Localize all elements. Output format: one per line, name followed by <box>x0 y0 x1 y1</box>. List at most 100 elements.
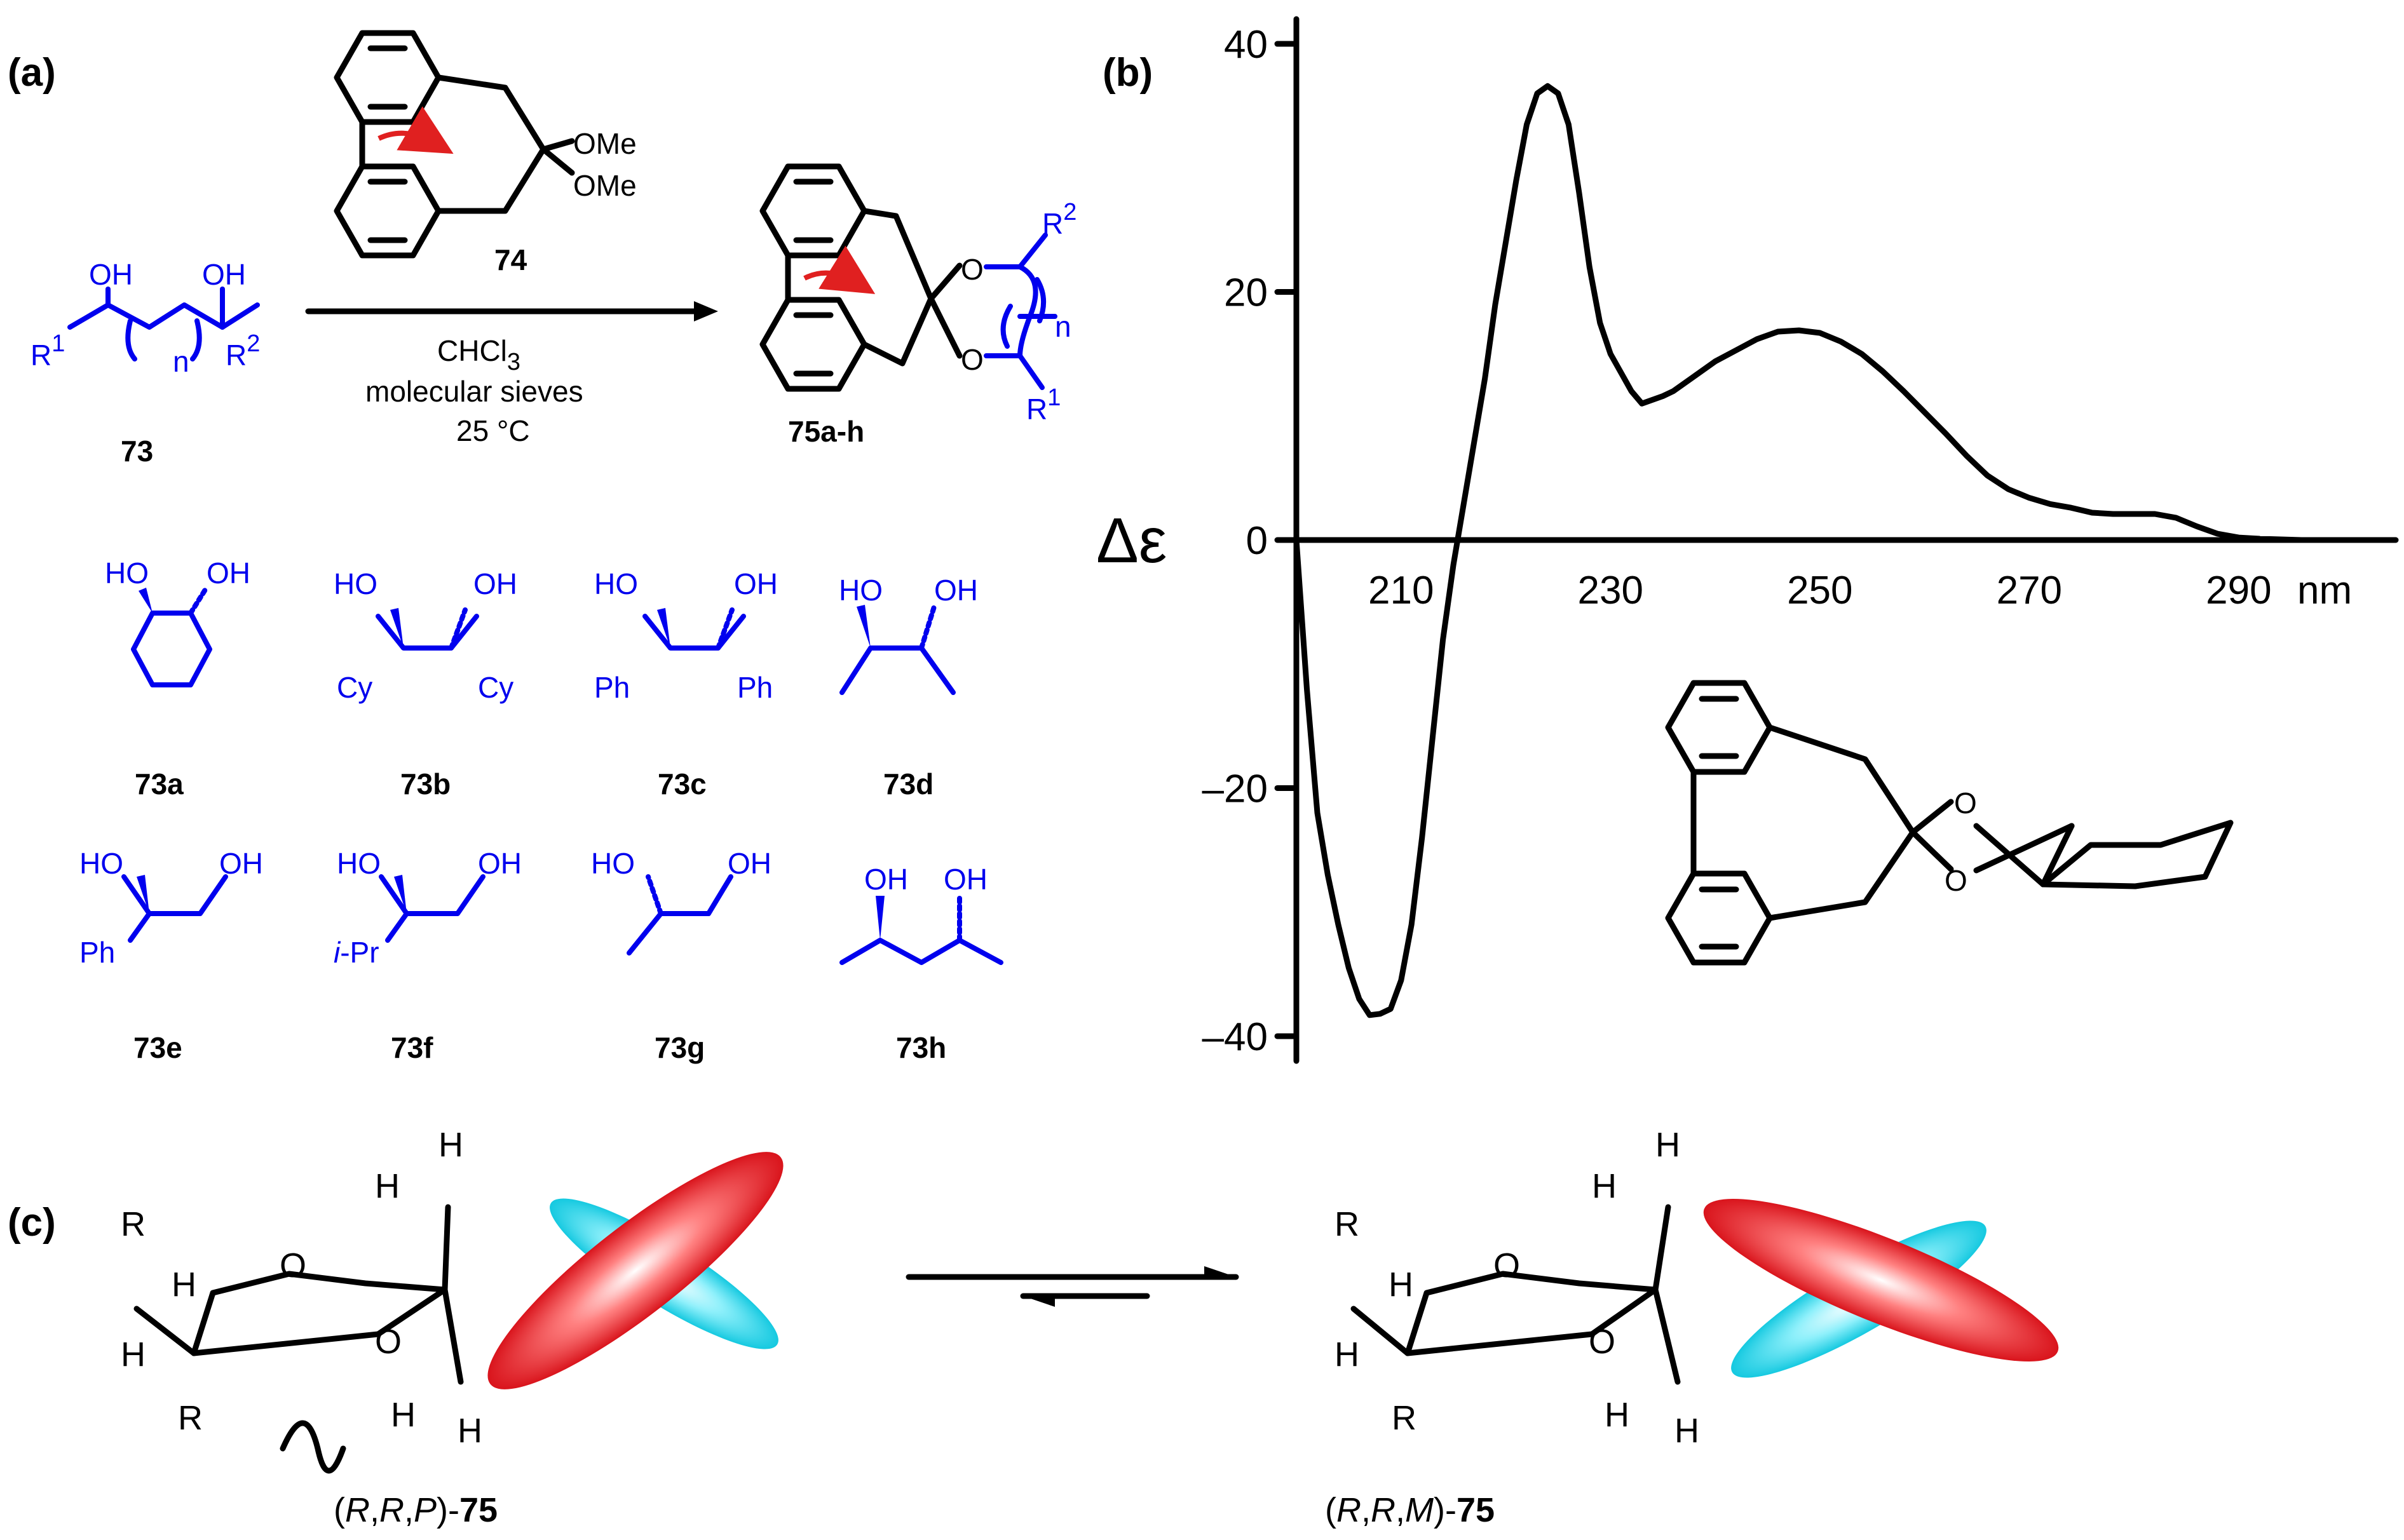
product-75-structure: O O R2 R1 n 75a-h <box>759 163 1076 448</box>
y-ticks: 40 20 0 –20 –40 <box>1202 23 1300 1059</box>
diol-73d-id: 73d <box>883 767 934 800</box>
cd-spectrum-chart: 40 20 0 –20 –40 210 230 250 270 290 Δε nm <box>1096 16 2399 1064</box>
rrp-h-bottom-2: H <box>458 1412 482 1450</box>
ellipse-red-left <box>487 1152 784 1389</box>
compound-74-label: 74 <box>494 243 527 276</box>
rotation-arrow <box>377 106 454 154</box>
diol-73f-label-ipr: i-Pr <box>334 936 379 969</box>
ome-label-1: OMe <box>573 127 637 160</box>
inset-o-top: O <box>1954 787 1977 820</box>
diol-73g-label-ho: HO <box>591 847 635 880</box>
panel-a-label: (a) <box>8 51 56 95</box>
diol-73g-label-oh: OH <box>728 847 771 880</box>
product-o-bottom: O <box>961 343 984 376</box>
rrm-h-left-1: H <box>1389 1266 1413 1304</box>
steric-clash-mark <box>280 1420 346 1474</box>
y-tick-label: 40 <box>1224 23 1268 67</box>
diol-73b-label-cy1: Cy <box>337 671 372 704</box>
r1-label-73: R1 <box>31 330 65 372</box>
y-tick-label: 20 <box>1224 271 1268 315</box>
rrm-h-top-1: H <box>1655 1126 1680 1164</box>
rrp-o-top: O <box>280 1246 306 1285</box>
diol-73d-label-oh: OH <box>934 574 978 607</box>
rrp-h-bottom-1: H <box>391 1396 416 1434</box>
product-rotation-arrow <box>803 245 876 294</box>
x-ticks: 210 230 250 270 290 <box>1368 569 2272 612</box>
oh-label-73-left: OH <box>89 258 133 291</box>
diol-73g-structure: HO OH 73g <box>591 847 771 1064</box>
rrp-r-bottom: R <box>178 1399 203 1437</box>
r2-label-73: R2 <box>226 330 260 372</box>
y-axis-label: Δε <box>1096 505 1167 576</box>
diol-73c-label-oh: OH <box>734 567 778 600</box>
reagent-74-structure: OMe OMe 74 <box>334 30 637 276</box>
diol-73h-label-oh2: OH <box>944 863 988 896</box>
diol-73c-label-ph2: Ph <box>737 671 773 704</box>
diol-73c-structure: HO OH Ph Ph 73c <box>594 567 778 800</box>
diol-73f-id: 73f <box>391 1031 433 1064</box>
diol-73b-label-oh: OH <box>473 567 517 600</box>
cd-curve-series <box>1293 83 2347 1018</box>
diol-73e-label-ho: HO <box>79 847 123 880</box>
diol-73f-structure: HO OH i-Pr 73f <box>334 847 522 1064</box>
diol-73h-id: 73h <box>896 1031 946 1064</box>
rrm-o-top: O <box>1493 1246 1520 1285</box>
diol-73c-label-ho: HO <box>594 567 638 600</box>
y-tick-label: 0 <box>1246 519 1268 563</box>
y-tick-label: –20 <box>1202 767 1268 811</box>
rrm-h-bottom-2: H <box>1674 1412 1699 1450</box>
diol-73d-label-ho: HO <box>839 574 883 607</box>
diol-73h-label-oh1: OH <box>864 863 908 896</box>
r2-label-75: R2 <box>1042 199 1076 240</box>
diol-73-structure: OH OH R1 R2 n 73 <box>31 258 260 468</box>
rrp-h-top-2: H <box>375 1167 400 1205</box>
ome-label-2: OMe <box>573 169 637 202</box>
n-label-75: n <box>1055 310 1071 343</box>
panel-c-label: (c) <box>8 1201 56 1245</box>
diol-73h-structure: OH OH 73h <box>839 863 1003 1064</box>
x-tick-label: 290 <box>2206 569 2271 612</box>
diol-73e-label-ph: Ph <box>79 936 115 969</box>
diol-73b-structure: HO OH Cy Cy 73b <box>334 567 517 800</box>
diol-73a-id: 73a <box>135 767 184 800</box>
x-tick-label: 230 <box>1578 569 1643 612</box>
diol-73b-label-cy2: Cy <box>478 671 513 704</box>
x-tick-label: 210 <box>1368 569 1434 612</box>
diol-73a-label-ho: HO <box>105 557 149 590</box>
rrp-compound-name: (R,R,P)-75 <box>334 1491 498 1529</box>
diol-73f-label-ho: HO <box>337 847 381 880</box>
diol-73e-structure: HO OH Ph 73e <box>79 847 263 1064</box>
x-tick-label: 270 <box>1997 569 2062 612</box>
rrp-h-left-2: H <box>121 1335 146 1374</box>
diol-73b-label-ho: HO <box>334 567 377 600</box>
diol-73e-id: 73e <box>133 1031 182 1064</box>
ellipse-red-right <box>1703 1199 2059 1361</box>
rrp-o-bottom: O <box>375 1323 402 1361</box>
diol-73a-structure: HO OH 73a <box>105 557 250 800</box>
rrp-h-left-1: H <box>172 1266 196 1304</box>
y-tick-label: –40 <box>1202 1015 1268 1059</box>
conformer-rrp-structure: O O R H H R H H H H (R,R,P)-75 <box>121 1126 784 1529</box>
condition-temperature: 25 °C <box>456 414 530 447</box>
x-axis-label: nm <box>2297 569 2352 612</box>
rrm-compound-name: (R,R,M)-75 <box>1325 1491 1495 1529</box>
rrm-o-bottom: O <box>1589 1323 1615 1361</box>
oh-label-73-right: OH <box>202 258 246 291</box>
rrm-h-top-2: H <box>1592 1167 1617 1205</box>
x-tick-label: 250 <box>1787 569 1852 612</box>
diol-73d-structure: HO OH 73d <box>839 574 978 800</box>
diol-73c-label-ph1: Ph <box>594 671 630 704</box>
r1-label-75: R1 <box>1026 384 1061 426</box>
equilibrium-arrows <box>906 1266 1239 1307</box>
compound-73-label: 73 <box>121 435 153 468</box>
condition-solvent: CHCl3 <box>437 334 520 375</box>
rrm-r-bottom: R <box>1392 1399 1416 1437</box>
condition-sieves: molecular sieves <box>365 375 583 408</box>
inset-o-bottom: O <box>1945 864 1967 897</box>
panel-b-label: (b) <box>1103 51 1153 95</box>
rrm-h-left-2: H <box>1334 1335 1359 1374</box>
rrm-h-bottom-1: H <box>1605 1396 1629 1434</box>
product-o-top: O <box>961 253 984 286</box>
